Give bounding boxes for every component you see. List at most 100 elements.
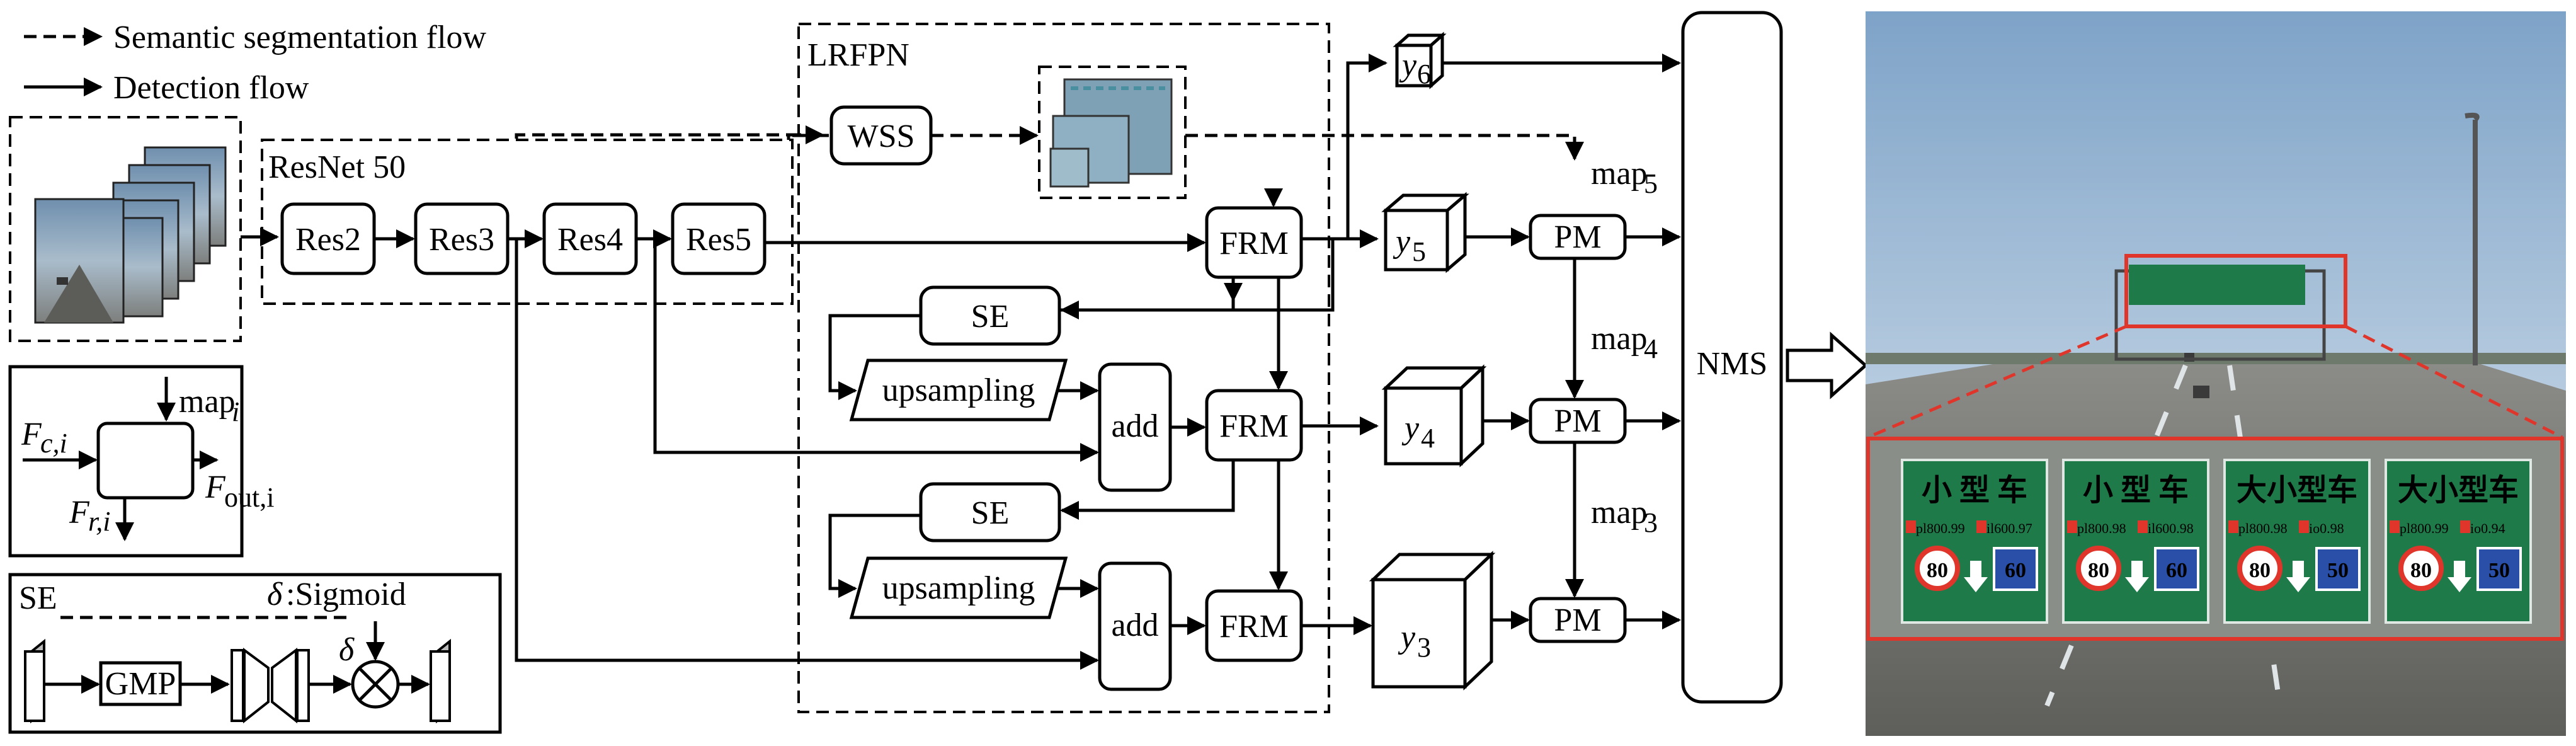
sign-right-tag: io0.98 [2309,520,2344,536]
y6-label: y [1399,47,1417,83]
sign-title: 小 型 车 [2083,474,2189,507]
gmp-block [99,661,182,706]
res2-label: Res2 [295,222,361,258]
nms-block [1681,11,1783,704]
upsampling-label-upper: upsampling [882,372,1035,408]
input-dashed-frame [9,116,242,342]
se-legend-delta-small: δ [339,632,355,668]
se-legend: SE δ :Sigmoid GMP δ [8,573,502,734]
gmp-label: GMP [105,666,176,702]
sign-right-tag: il600.98 [2148,520,2194,536]
cube-y6: y 6 [1393,32,1447,89]
sign-board [2385,459,2532,624]
sign-left-tag: pl800.98 [2238,520,2288,536]
output-cubes: y 6 y 5 y 4 y 3 [1369,32,1496,691]
legend-detection-flow: Detection flow [113,70,309,106]
input-image-stack [9,116,242,342]
pm-label-5: PM [1554,219,1601,255]
resnet-backbone: ResNet 50 Res2 Res3 Res4 Res5 [261,139,794,305]
y5-sub: 5 [1412,236,1426,267]
cube-y5: y 5 [1381,192,1469,273]
res5-block [671,202,767,275]
se-legend-title: SE [19,580,57,616]
input-tensor-icon [24,650,45,722]
res4-label: Res4 [557,222,623,258]
min-speed-icon [2315,547,2361,591]
y5-label: y [1393,224,1411,260]
map4-sub: 4 [1644,333,1658,364]
down-arrow-icon [1964,561,1988,592]
speed-limit-icon [2076,546,2121,591]
sign-right-tag: io0.94 [2470,520,2505,536]
sign-left-limit: 80 [2088,559,2109,582]
sign-title: 大小型车 [2398,474,2519,507]
pm-label-3: PM [1554,602,1601,638]
cube-y3: y 3 [1369,551,1496,691]
legend-semantic-flow: Semantic segmentation flow [113,20,487,55]
legend: Semantic segmentation flow Detection flo… [24,20,487,106]
detection-region-box [2124,254,2347,328]
frm-legend-residual: F [69,495,90,531]
map5-label: map [1591,156,1648,192]
output-tensor-icon [430,650,451,722]
se-label-upper: SE [971,299,1010,335]
min-speed-icon [2476,547,2522,591]
res3-label: Res3 [429,222,494,258]
map4-label: map [1591,321,1648,357]
min-speed-icon [1993,547,2038,591]
frm-block-5 [1205,206,1303,279]
frm-legend-map: map [179,384,236,420]
speed-limit-icon [1915,546,1960,591]
y4-sub: 4 [1421,423,1435,454]
y3-sub: 3 [1417,632,1431,663]
frm-legend-map-sub: i [232,396,239,427]
resnet-dashed-frame [261,139,794,305]
pm-blocks: PM PM PM [1529,214,1627,643]
min-speed-icon [2154,547,2199,591]
sign-right-limit: 60 [2166,559,2187,582]
bottleneck-icon [231,648,310,724]
y4-label: y [1401,410,1420,446]
lrfpn-title: LRFPN [807,37,909,73]
resnet-title: ResNet 50 [268,149,406,185]
tag-marker-icon [2228,520,2238,533]
lrfpn-dashed-frame [797,23,1330,713]
down-arrow-icon [2125,561,2149,592]
nms-label: NMS [1697,346,1768,382]
semantic-map-thumbnail [1038,66,1187,199]
map3-sub: 3 [1644,507,1658,538]
speed-limit-icon [2237,546,2282,591]
tag-marker-icon [2299,520,2309,533]
sign-left-tag: pl800.99 [1916,520,1965,536]
res5-label: Res5 [686,222,751,258]
add-label-lower: add [1111,607,1158,643]
frm-legend: map i F c,i F r,i F out,i [8,365,274,558]
map3-label: map [1591,495,1648,531]
upsampling-label-lower: upsampling [882,570,1035,606]
cube-y4: y 4 [1381,364,1487,468]
wss-label: WSS [848,118,915,154]
tag-marker-icon [2390,520,2400,533]
detection-photo [1866,11,2566,736]
add-label-upper: add [1111,408,1158,444]
sign-left-tag: pl800.99 [2400,520,2449,536]
down-arrow-icon [2286,561,2310,592]
sign-board [2062,459,2209,624]
sign-title: 大小型车 [2237,474,2357,507]
sign-left-limit: 80 [2249,559,2271,582]
map5-sub: 5 [1644,168,1658,199]
frm-legend-output: F [205,469,226,505]
y6-sub: 6 [1417,59,1431,89]
pm-label-4: PM [1554,403,1601,439]
tag-marker-icon [2460,520,2470,533]
sign-right-limit: 50 [2327,559,2349,582]
sign-right-limit: 60 [2005,559,2026,582]
sign-left-tag: pl800.98 [2077,520,2126,536]
lrfpn-module: LRFPN WSS FRM FRM FRM SE SE upsampling u… [797,23,1330,713]
se-label-lower: SE [971,495,1010,531]
frm-legend-output-sub: out,i [224,482,274,513]
sign-title: 小 型 车 [1922,474,2027,507]
tag-marker-icon [2067,520,2077,533]
